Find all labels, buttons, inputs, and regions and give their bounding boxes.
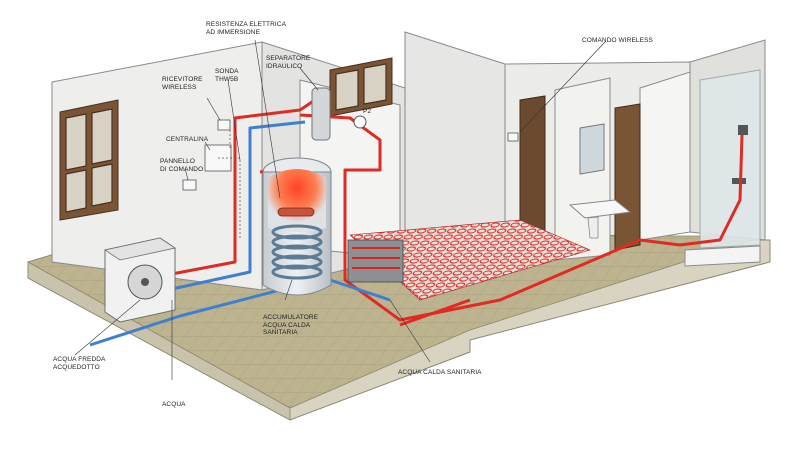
label-resistenza-line2: AD IMMERSIONE [206,28,261,36]
label-ricevitore-line2: WIRELESS [162,83,197,91]
label-sonda-line2: THW5B [215,75,239,83]
label-accumulatore-line1: ACCUMULATORE [263,314,319,321]
immersion-heater-icon [277,207,315,217]
control-panel-icon [182,179,197,191]
sink [568,123,632,239]
window-back [329,57,393,117]
label-ricevitore: RICEVITORE WIRELESS [162,76,203,91]
label-accumulatore-line3: SANITARIA [263,329,298,336]
label-accumulatore: ACCUMULATORE ACQUA CALDA SANITARIA [263,314,318,337]
p2-gauge-icon [353,115,367,129]
label-separatore-line1: SEPARATORE [266,55,311,62]
label-comando-wireless: COMANDO WIRELESS [582,37,653,44]
label-pannello: PANNELLO DI COMANDO [160,158,203,173]
label-separatore: SEPARATORE IDRAULICO [266,55,310,70]
label-sonda: SONDA THW5B [215,68,239,83]
label-acqua-fredda: ACQUA FREDDA ACQUEDOTTO [53,356,106,371]
label-accumulatore-line2: ACQUA CALDA [263,321,311,329]
leader-lines [74,39,606,380]
label-sonda-line1: SONDA [215,68,239,75]
label-resistenza: RESISTENZA ELETTRICA AD IMMERSIONE [206,21,286,36]
shower [684,69,761,267]
wireless-receiver-icon [217,119,231,131]
shower-head-icon [738,125,748,135]
label-resistenza-line1: RESISTENZA ELETTRICA [206,21,287,28]
hydraulic-separator [311,87,367,141]
label-p2: P2 [363,108,372,115]
label-centralina: CENTRALINA [166,136,209,143]
window-left [59,99,119,221]
hot-water-tank [262,157,332,296]
heat-pump-unit [103,237,177,323]
label-acqua-fredda-line2: ACQUEDOTTO [53,363,100,371]
label-acqua: ACQUA [162,401,186,408]
wireless-control-icon [507,132,519,142]
floor-manifold [347,239,404,283]
label-separatore-line2: IDRAULICO [266,62,303,70]
label-pannello-line1: PANNELLO [160,158,195,165]
label-acqua-calda-sanitaria: ACQUA CALDA SANITARIA [398,369,482,376]
label-pannello-line2: DI COMANDO [160,165,204,173]
label-acqua-fredda-line1: ACQUA FREDDA [53,356,106,363]
label-ricevitore-line1: RICEVITORE [162,76,203,83]
